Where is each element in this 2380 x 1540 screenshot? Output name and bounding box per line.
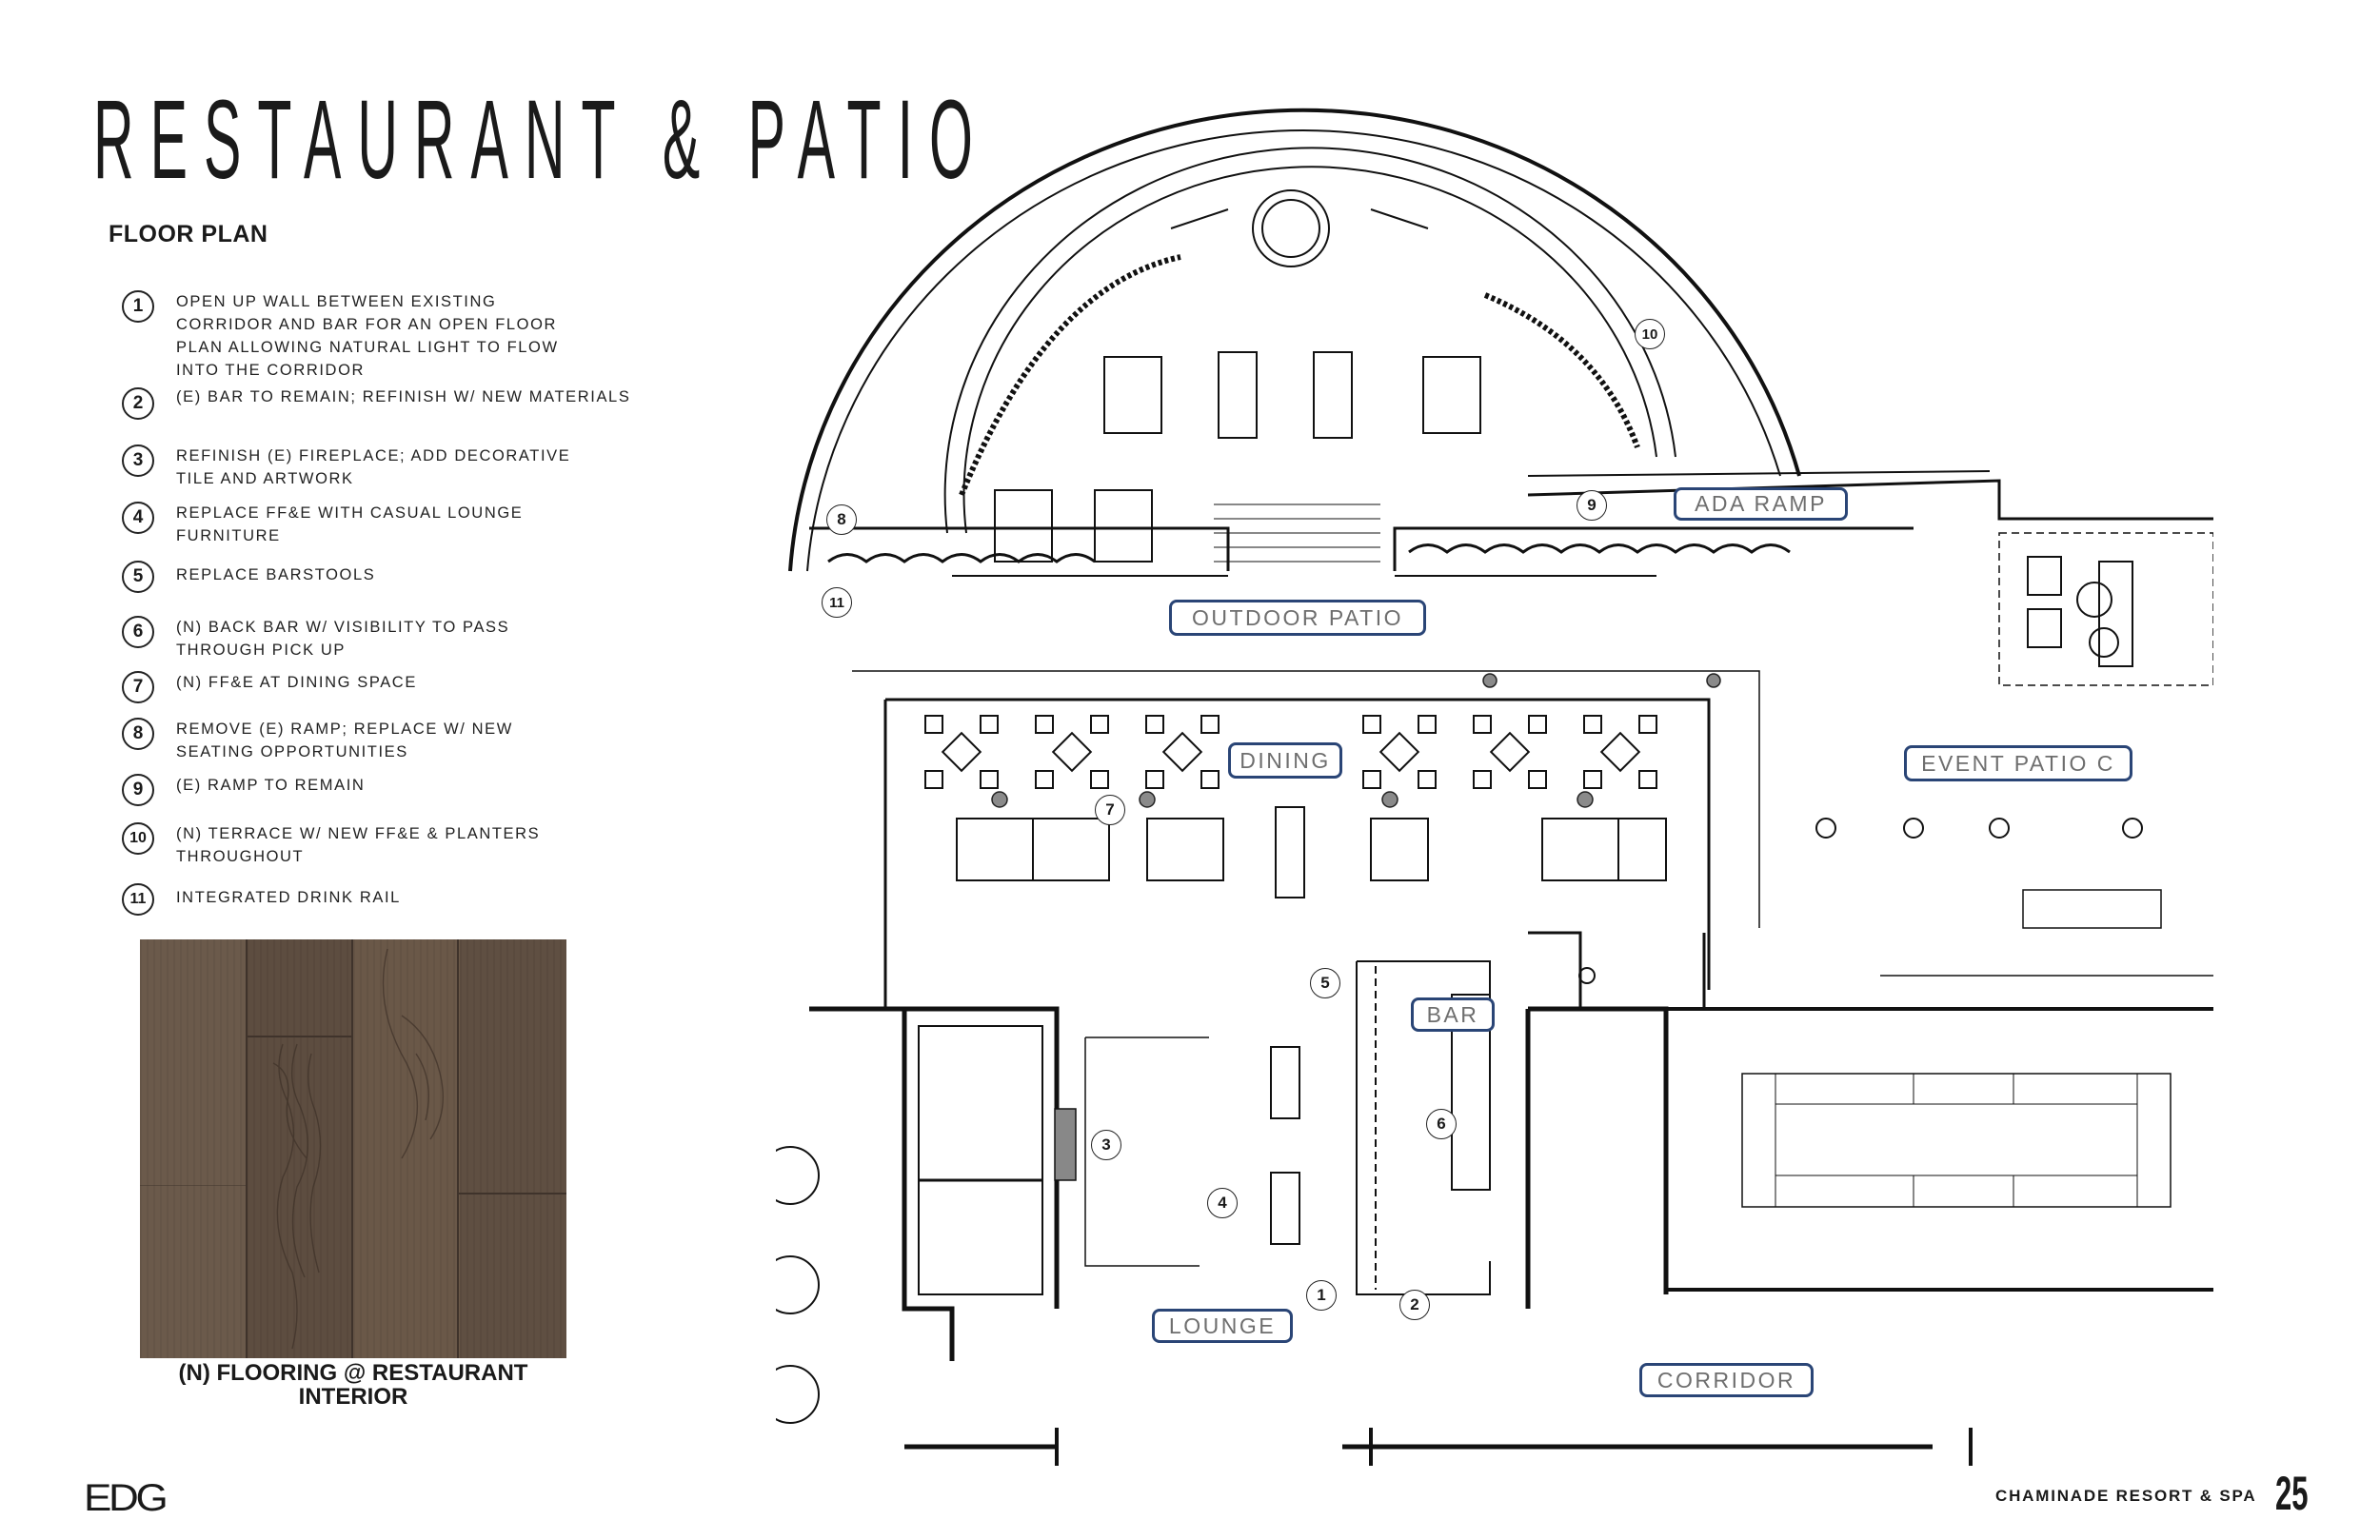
legend-item: 8 REMOVE (E) RAMP; REPLACE W/ NEW SEATIN… [122,718,595,763]
legend-item: 10 (N) TERRACE W/ NEW FF&E & PLANTERS TH… [122,822,557,868]
legend-item: 4 REPLACE FF&E WITH CASUAL LOUNGE FURNIT… [122,502,557,547]
legend-number-badge: 8 [122,718,154,750]
room-label-lounge: LOUNGE [1152,1309,1293,1343]
legend-item: 7 (N) FF&E AT DINING SPACE [122,671,614,703]
legend-number-badge: 2 [122,387,154,420]
room-label-ada-ramp: ADA RAMP [1674,487,1848,521]
legend-item: 3 REFINISH (E) FIREPLACE; ADD DECORATIVE… [122,444,595,490]
callout-3: 3 [1091,1130,1121,1160]
edg-logo: EDG [84,1477,169,1519]
callout-10: 10 [1635,319,1665,349]
legend-number-badge: 10 [122,822,154,855]
legend-text: REMOVE (E) RAMP; REPLACE W/ NEW SEATING … [176,721,513,760]
legend-item: 11 INTEGRATED DRINK RAIL [122,883,614,916]
legend-number-badge: 5 [122,561,154,593]
legend-number-badge: 3 [122,444,154,477]
callout-1: 1 [1306,1280,1337,1311]
legend-number-badge: 11 [122,883,154,916]
project-name: CHAMINADE RESORT & SPA [1995,1487,2257,1505]
flooring-caption: (N) FLOORING @ RESTAURANT INTERIOR [178,1360,528,1410]
floor-plan-linework [776,108,2213,1466]
callout-8: 8 [826,504,857,535]
legend-text: OPEN UP WALL BETWEEN EXISTING CORRIDOR A… [176,293,559,379]
room-label-dining: DINING [1228,742,1342,779]
flooring-material-swatch [140,939,566,1358]
room-label-outdoor-patio: OUTDOOR PATIO [1169,600,1426,636]
legend-item: 2 (E) BAR TO REMAIN; REFINISH W/ NEW MAT… [122,387,633,420]
floor-plan-drawing: OUTDOOR PATIO DINING EVENT PATIO C ADA R… [776,86,2213,1466]
callout-11: 11 [822,587,852,618]
callout-6: 6 [1426,1109,1457,1139]
legend-number-badge: 1 [122,290,154,323]
legend-item: 9 (E) RAMP TO REMAIN [122,774,614,806]
callout-4: 4 [1207,1188,1238,1218]
callout-5: 5 [1310,968,1340,998]
legend-text: (N) TERRACE W/ NEW FF&E & PLANTERS THROU… [176,825,541,865]
legend-text: (E) BAR TO REMAIN; REFINISH W/ NEW MATER… [176,388,631,405]
page-number: 25 [2275,1467,2309,1520]
legend-number-badge: 9 [122,774,154,806]
room-label-bar: BAR [1411,997,1495,1032]
legend-item: 1 OPEN UP WALL BETWEEN EXISTING CORRIDOR… [122,290,595,382]
callout-7: 7 [1095,795,1125,825]
legend-text: REPLACE BARSTOOLS [176,566,376,583]
legend-item: 6 (N) BACK BAR W/ VISIBILITY TO PASS THR… [122,616,595,661]
legend-text: REPLACE FF&E WITH CASUAL LOUNGE FURNITUR… [176,504,524,544]
legend-text: INTEGRATED DRINK RAIL [176,889,401,906]
callout-2: 2 [1399,1290,1430,1320]
legend-text: REFINISH (E) FIREPLACE; ADD DECORATIVE T… [176,447,571,487]
legend-number-badge: 4 [122,502,154,534]
wood-grain-icon [272,948,445,1350]
legend-text: (N) FF&E AT DINING SPACE [176,674,417,691]
legend-text: (N) BACK BAR W/ VISIBILITY TO PASS THROU… [176,619,510,659]
room-label-event-patio-c: EVENT PATIO C [1904,745,2132,781]
room-label-corridor: CORRIDOR [1639,1363,1814,1397]
legend-item: 5 REPLACE BARSTOOLS [122,561,614,593]
section-subtitle: FLOOR PLAN [109,221,268,247]
callout-9: 9 [1577,490,1607,521]
legend-text: (E) RAMP TO REMAIN [176,777,366,794]
page-title: RESTAURANT & PATIO [93,77,989,203]
legend-number-badge: 6 [122,616,154,648]
legend-number-badge: 7 [122,671,154,703]
